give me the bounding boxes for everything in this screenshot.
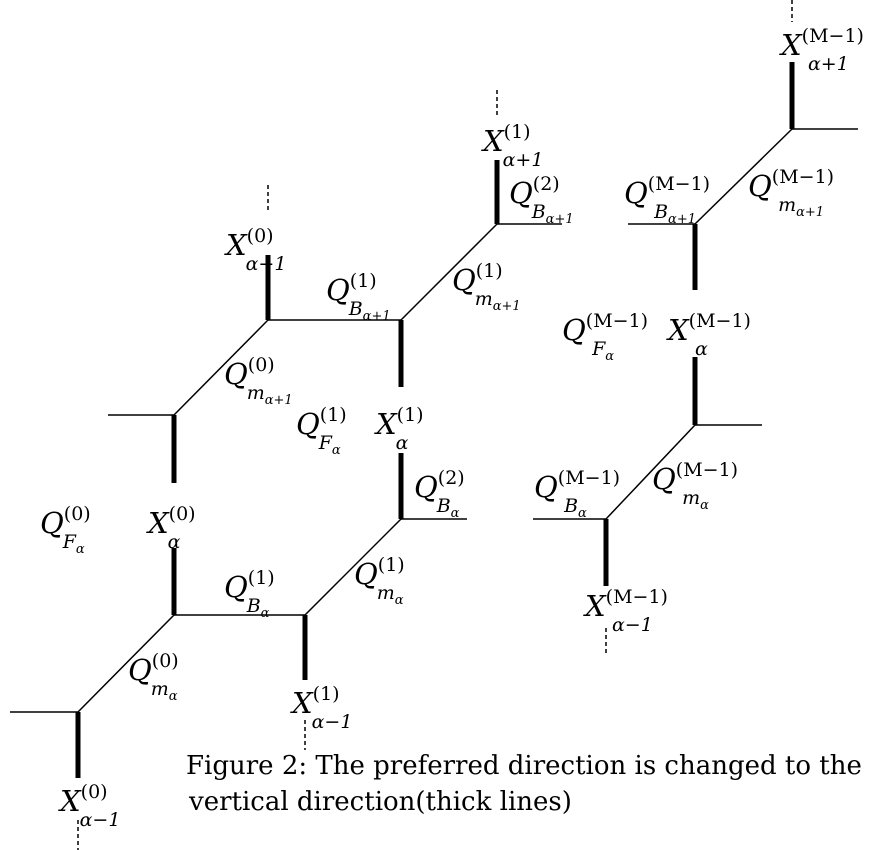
label-QBM-alpha-plus-1: Q(M−1)Bα+1: [624, 173, 710, 227]
label-QF0: Q(0)Fα: [40, 503, 91, 557]
label-QmM: Q(M−1)mα: [652, 459, 738, 513]
bond-diagonal: [173, 319, 269, 416]
label-QB2-alpha-plus-1: Q(2)Bα+1: [509, 173, 574, 227]
bond-diagonal: [694, 128, 793, 225]
label-X0-alpha-plus-1: X(0)α+1: [224, 225, 286, 275]
label-XM-alpha: X(M−1)α: [666, 310, 751, 360]
bond-diagonal: [77, 614, 175, 713]
label-QB2: Q(2)Bα: [414, 467, 465, 521]
label-XM-alpha-plus-1: X(M−1)α+1: [779, 25, 864, 75]
bond-diagonal: [304, 518, 402, 616]
label-X1-alpha-plus-1: X(1)α+1: [481, 121, 543, 171]
figure-caption: Figure 2: The preferred direction is cha…: [186, 748, 876, 820]
label-Qm1: Q(1)mα: [354, 554, 405, 608]
label-QFM: Q(M−1)Fα: [562, 310, 648, 364]
label-QB1: Q(1)Bα: [224, 567, 275, 621]
label-QmM-alpha-plus-1: Q(M−1)mα+1: [748, 166, 834, 220]
caption-line-1: Figure 2: The preferred direction is cha…: [186, 751, 862, 781]
label-X1-alpha-minus-1: X(1)α−1: [290, 683, 352, 733]
label-QF1: Q(1)Fα: [296, 404, 347, 458]
label-QB1-alpha-plus-1: Q(1)Bα+1: [326, 270, 391, 324]
bond-diagonal: [605, 424, 696, 520]
label-Qm0-alpha-plus-1: Q(0)mα+1: [224, 354, 293, 408]
label-Qm0: Q(0)mα: [128, 650, 179, 704]
label-X0-alpha-minus-1: X(0)α−1: [58, 781, 120, 831]
label-QBM: Q(M−1)Bα: [534, 467, 620, 521]
bond-diagonal: [400, 223, 498, 321]
label-X0-alpha: X(0)α: [146, 503, 196, 553]
label-Qm1-alpha-plus-1: Q(1)mα+1: [452, 260, 521, 314]
label-X1-alpha: X(1)α: [374, 404, 424, 454]
caption-line-2: vertical direction(thick lines): [189, 787, 572, 817]
label-XM-alpha-minus-1: X(M−1)α−1: [583, 586, 668, 636]
